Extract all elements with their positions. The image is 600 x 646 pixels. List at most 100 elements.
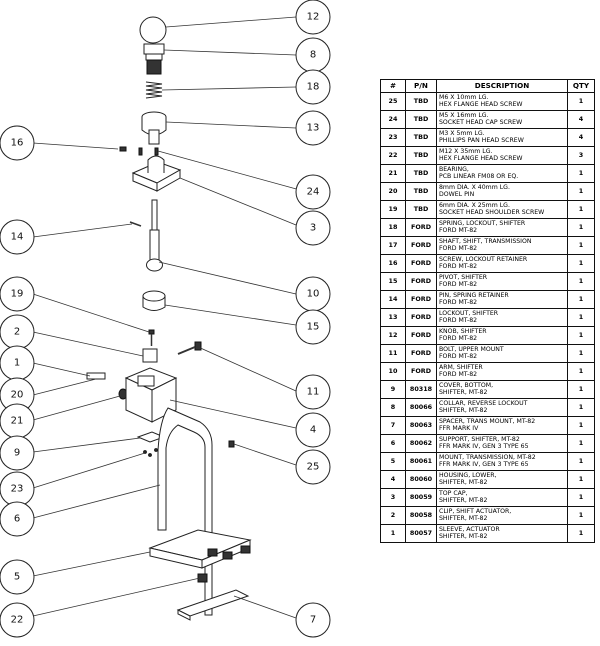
callout-19: 19	[0, 276, 35, 312]
part-screws-23	[143, 448, 158, 457]
bom-quantity: 1	[567, 434, 595, 453]
bom-quantity: 1	[567, 308, 595, 327]
bom-description-line-1: M3 X 5mm LG.	[439, 129, 485, 137]
bom-description-line-2: FORD MT-82	[439, 370, 478, 378]
callout-4: 4	[295, 412, 331, 448]
callout-25: 25	[295, 449, 331, 485]
bom-description: M3 X 5mm LG.PHILLIPS PAN HEAD SCREW	[436, 128, 568, 147]
part-bolt-11	[177, 341, 202, 355]
bom-part-number: 80062	[405, 434, 437, 453]
svg-text:18: 18	[307, 82, 320, 93]
bom-part-number: 80058	[405, 506, 437, 525]
bom-description-line-2: FORD MT-82	[439, 298, 478, 306]
svg-text:1: 1	[14, 358, 20, 369]
bom-description: TOP CAP,SHIFTER, MT-82	[436, 488, 568, 507]
bom-description-line-1: SPACER, TRANS MOUNT, MT-82	[439, 417, 536, 425]
bom-description-line-2: FORD MT-82	[439, 280, 478, 288]
leader-lines	[32, 16, 301, 619]
bom-item-number: 19	[380, 200, 406, 219]
bom-item-number: 5	[380, 452, 406, 471]
bom-header-qty: QTY	[567, 79, 595, 93]
callout-2: 2	[0, 314, 35, 350]
bom-part-number: 80057	[405, 524, 437, 543]
bom-part-number: TBD	[405, 92, 437, 111]
bom-quantity: 1	[567, 92, 595, 111]
bom-description-line-2: FORD MT-82	[439, 226, 478, 234]
bom-description-line-1: SPRING, LOCKOUT, SHIFTER	[439, 219, 526, 227]
callout-23: 23	[0, 471, 35, 507]
bom-item-number: 20	[380, 182, 406, 201]
callout-16: 16	[0, 125, 35, 161]
bom-description-line-2: PHILLIPS PAN HEAD SCREW	[439, 136, 524, 144]
callout-22: 22	[0, 602, 35, 638]
callout-13: 13	[295, 110, 331, 146]
svg-text:10: 10	[307, 289, 320, 300]
part-screws-24	[138, 147, 159, 156]
bom-description-line-1: 6mm DIA. X 25mm LG.	[439, 201, 510, 209]
bom-item-number: 22	[380, 146, 406, 165]
bom-quantity: 1	[567, 236, 595, 255]
bom-description-line-1: BEARING,	[439, 165, 469, 173]
bom-description-line-2: SHIFTER, MT-82	[439, 406, 488, 414]
bom-description-line-1: PIVOT, SHIFTER	[439, 273, 488, 281]
bom-description-line-1: MOUNT, TRANSMISSION, MT-82	[439, 453, 536, 461]
bom-description-line-1: COLLAR, REVERSE LOCKOUT	[439, 399, 528, 407]
bom-description-line-2: FORD MT-82	[439, 244, 478, 252]
bom-description-line-2: DOWEL PIN	[439, 190, 475, 198]
bom-quantity: 1	[567, 470, 595, 489]
bom-item-number: 16	[380, 254, 406, 273]
bom-description-line-1: TOP CAP,	[439, 489, 468, 497]
bom-part-number: FORD	[405, 326, 437, 345]
svg-text:22: 22	[11, 615, 24, 626]
bom-quantity: 1	[567, 326, 595, 345]
svg-text:25: 25	[307, 462, 320, 473]
bom-header-row: # P/N DESCRIPTION QTY	[380, 79, 595, 93]
bom-item-number: 23	[380, 128, 406, 147]
svg-text:6: 6	[14, 514, 20, 525]
bom-part-number: TBD	[405, 146, 437, 165]
bom-part-number: FORD	[405, 254, 437, 273]
bom-description-line-1: SHAFT, SHIFT, TRANSMISSION	[439, 237, 532, 245]
bom-description-line-1: BOLT, UPPER MOUNT	[439, 345, 504, 353]
bom-description: M5 X 16mm LG.SOCKET HEAD CAP SCREW	[436, 110, 568, 129]
bom-description-line-1: M12 X 35mm LG.	[439, 147, 493, 155]
bom-description-line-1: SUPPORT, SHIFTER, MT-82	[439, 435, 520, 443]
svg-text:14: 14	[11, 232, 24, 243]
bom-quantity: 4	[567, 110, 595, 129]
svg-text:3: 3	[310, 223, 316, 234]
part-hex-screws-22	[197, 545, 251, 583]
callout-3: 3	[295, 210, 331, 246]
bom-description: CLIP, SHIFT ACTUATOR,SHIFTER, MT-82	[436, 506, 568, 525]
bom-part-number: FORD	[405, 290, 437, 309]
bom-part-number: FORD	[405, 362, 437, 381]
bom-description-line-2: FORD MT-82	[439, 334, 478, 342]
bom-item-number: 17	[380, 236, 406, 255]
bom-description-line-2: FORD MT-82	[439, 262, 478, 270]
bom-quantity: 1	[567, 272, 595, 291]
bom-part-number: TBD	[405, 164, 437, 183]
bom-quantity: 1	[567, 506, 595, 525]
part-pivot-15	[142, 290, 166, 311]
bom-description: BEARING,PCB LINEAR FM08 OR EQ.	[436, 164, 568, 183]
bom-description-line-2: SHIFTER, MT-82	[439, 532, 488, 540]
svg-text:12: 12	[307, 12, 320, 23]
bom-description: 8mm DIA. X 40mm LG.DOWEL PIN	[436, 182, 568, 201]
callout-12: 12	[295, 0, 331, 35]
bom-item-number: 2	[380, 506, 406, 525]
bom-description-line-1: ARM, SHIFTER	[439, 363, 483, 371]
bom-description-line-2: FORD MT-82	[439, 352, 478, 360]
